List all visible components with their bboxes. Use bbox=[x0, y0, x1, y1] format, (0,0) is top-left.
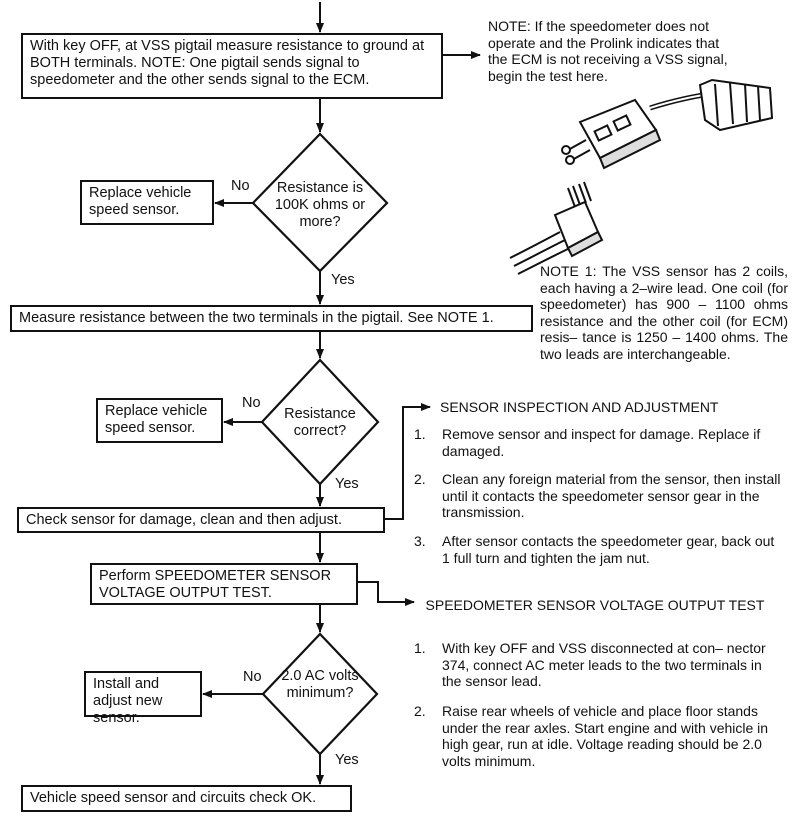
step-perform-voltage-test: Perform SPEEDOMETER SENSOR VOLTAGE OUTPU… bbox=[90, 563, 358, 605]
step-text: Raise rear wheels of vehicle and place f… bbox=[442, 703, 769, 769]
install-new-sensor-box: Install and adjust new sensor. bbox=[84, 671, 202, 726]
note-1: NOTE 1: The VSS sensor has 2 coils, each… bbox=[540, 263, 788, 362]
arrow-to-inspection bbox=[385, 403, 431, 520]
step-number: 2. bbox=[414, 471, 426, 487]
no-label-2: No bbox=[242, 395, 261, 411]
decision2-diamond bbox=[260, 358, 380, 486]
decision-resistance-correct: Resistance correct? bbox=[284, 406, 356, 439]
step-text: Clean any foreign material from the sens… bbox=[442, 471, 781, 520]
decision3-diamond bbox=[261, 632, 379, 756]
yes-label-1: Yes bbox=[331, 272, 355, 288]
step-text: With key OFF and VSS disconnected at con… bbox=[442, 640, 766, 689]
no-label-3: No bbox=[243, 669, 262, 685]
inspection-title: SENSOR INSPECTION AND ADJUSTMENT bbox=[440, 399, 719, 415]
inspection-step-3: 3. After sensor contacts the speedometer… bbox=[414, 533, 784, 567]
top-note: NOTE: If the speedometer does not operat… bbox=[488, 18, 728, 84]
step-number: 1. bbox=[414, 640, 426, 656]
step-text: After sensor contacts the speedometer ge… bbox=[442, 533, 775, 566]
voltage-test-step-2: 2. Raise rear wheels of vehicle and plac… bbox=[414, 703, 784, 769]
yes-label-2: Yes bbox=[335, 476, 359, 492]
decision1-diamond bbox=[251, 132, 389, 273]
two-wire-lead-illustration bbox=[509, 181, 604, 275]
step-text: Remove sensor and inspect for damage. Re… bbox=[442, 426, 761, 459]
decision-2-ac-volts: 2.0 AC volts minimum? bbox=[281, 668, 359, 701]
yes-label-3: Yes bbox=[335, 752, 359, 768]
step-number: 1. bbox=[414, 426, 426, 442]
voltage-test-title: SPEEDOMETER SENSOR VOLTAGE OUTPUT TEST bbox=[425, 597, 765, 613]
result-check-ok: Vehicle speed sensor and circuits check … bbox=[21, 785, 352, 812]
step-check-clean-adjust: Check sensor for damage, clean and then … bbox=[17, 507, 385, 533]
inspection-step-1: 1. Remove sensor and inspect for damage.… bbox=[414, 426, 784, 460]
voltage-test-step-1: 1. With key OFF and VSS disconnected at … bbox=[414, 640, 784, 690]
pigtail-connector-illustration bbox=[561, 78, 774, 170]
replace-sensor-box-1: Replace vehicle speed sensor. bbox=[80, 180, 214, 225]
step-number: 2. bbox=[414, 703, 426, 719]
decision-resistance-100k: Resistance is 100K ohms or more? bbox=[274, 180, 366, 230]
step-measure-between-terminals: Measure resistance between the two termi… bbox=[10, 305, 533, 332]
step-number: 3. bbox=[414, 533, 426, 549]
step-measure-pigtail-to-ground: With key OFF, at VSS pigtail measure res… bbox=[21, 33, 443, 99]
inspection-step-2: 2. Clean any foreign material from the s… bbox=[414, 471, 784, 521]
no-label-1: No bbox=[231, 178, 250, 194]
arrow-to-voltage-test bbox=[358, 581, 415, 606]
replace-sensor-box-2: Replace vehicle speed sensor. bbox=[96, 398, 223, 443]
